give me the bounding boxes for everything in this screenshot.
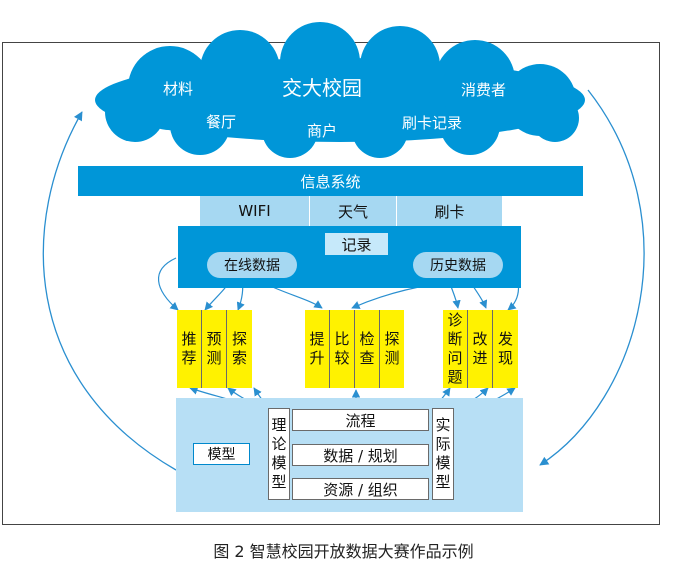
data-plan-box: 数据 / 规划 [292, 444, 429, 466]
col-detect: 探测 [380, 310, 404, 388]
actual-model: 实际模型 [432, 408, 454, 500]
arrow-online-4 [267, 284, 323, 309]
col-predict: 预测 [202, 310, 227, 388]
model-label: 模型 [193, 443, 250, 465]
resource-org-box: 资源 / 组织 [292, 478, 429, 500]
cloud-item-canteen: 餐厅 [206, 113, 237, 131]
col-discover: 发现 [493, 310, 518, 388]
arrow-online-1 [157, 257, 179, 311]
col-explore: 探索 [227, 310, 252, 388]
history-data-pill: 历史数据 [413, 252, 503, 278]
arrow-cloud-to-model [539, 89, 645, 466]
source-weather: 天气 [310, 196, 397, 226]
cloud-item-materials: 材料 [163, 80, 194, 98]
cloud-shape [95, 22, 585, 158]
col-inspect: 检查 [355, 310, 380, 388]
cloud-item-card-records: 刷卡记录 [402, 114, 463, 132]
arrow-model-to-cloud [42, 111, 177, 471]
flow-box: 流程 [292, 409, 429, 431]
arrow-history-1 [351, 284, 431, 309]
col-upgrade: 改进 [468, 310, 493, 388]
records-label: 记录 [325, 233, 388, 255]
col-recommend: 推荐 [177, 310, 202, 388]
info-system-bar: 信息系统 [78, 166, 583, 196]
cloud-title: 交大校园 [282, 76, 362, 100]
source-card: 刷卡 [397, 196, 503, 226]
cloud-item-merchants: 商户 [307, 122, 338, 140]
cloud-item-consumers: 消费者 [461, 81, 507, 99]
theory-model: 理论模型 [268, 408, 290, 500]
source-wifi: WIFI [200, 196, 310, 226]
col-compare: 比较 [330, 310, 355, 388]
figure-caption: 图 2 智慧校园开放数据大赛作品示例 [213, 542, 474, 561]
col-improve: 提升 [305, 310, 330, 388]
online-data-pill: 在线数据 [207, 252, 297, 278]
col-diagnose: 诊断问题 [443, 310, 468, 388]
